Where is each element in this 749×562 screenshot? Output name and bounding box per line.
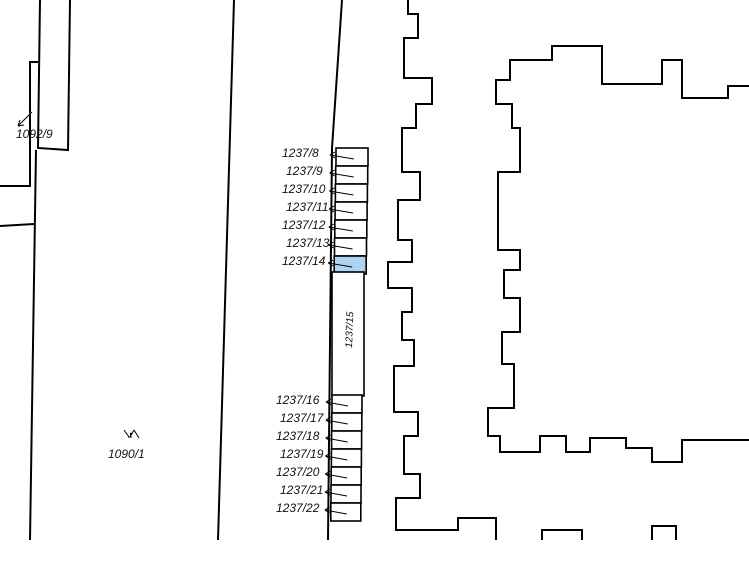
parcel-label-1237-20[interactable]: 1237/20 bbox=[276, 465, 320, 479]
leader-arrow-1237-16 bbox=[325, 398, 349, 407]
parcel-label-1237-10[interactable]: 1237/10 bbox=[282, 182, 326, 196]
leader-arrow-1237-17 bbox=[325, 416, 348, 425]
leader-arrow-1237-20 bbox=[324, 470, 348, 479]
leader-arrow-1237-19 bbox=[325, 452, 348, 461]
leader-arrow-1237-21 bbox=[324, 488, 348, 497]
parcel-strip-lower: 1237/16 1237/17 1237/18 1237/19 1237/20 1237/… bbox=[276, 393, 363, 522]
parcel-label-1237-19[interactable]: 1237/19 bbox=[280, 447, 324, 461]
survey-point-symbol bbox=[123, 429, 140, 439]
parcel-label-1237-13[interactable]: 1237/13 bbox=[286, 236, 330, 250]
parcel-label-1237-16[interactable]: 1237/16 bbox=[276, 393, 320, 407]
leader-arrow-1237-9 bbox=[329, 169, 354, 178]
leader-arrow-1237-8 bbox=[329, 151, 355, 160]
parcel-strip-upper: 1237/8 1237/9 1237/10 1237/11 1237/12 1237/13… bbox=[282, 146, 369, 275]
leader-arrow-1237-22 bbox=[324, 506, 347, 515]
building-outline-left bbox=[387, 0, 497, 540]
leader-arrow-1237-14 bbox=[327, 259, 353, 268]
parcel-label-1237-15: 1237/15 bbox=[344, 311, 356, 348]
parcel-label-1237-18[interactable]: 1237/18 bbox=[276, 429, 320, 443]
parcel-label-1237-12[interactable]: 1237/12 bbox=[282, 218, 326, 232]
parcel-label-1237-11[interactable]: 1237/11 bbox=[286, 200, 329, 214]
bottom-boundaries bbox=[541, 525, 677, 540]
parcel-label-1237-14[interactable]: 1237/14 bbox=[282, 254, 326, 268]
parcel-label-1237-21[interactable]: 1237/21 bbox=[280, 483, 323, 497]
leader-arrow-1237-10 bbox=[329, 187, 354, 196]
leader-arrow-1237-11 bbox=[328, 205, 354, 214]
parcel-label-1237-9[interactable]: 1237/9 bbox=[286, 164, 323, 178]
parcel-1092-9-boundary bbox=[0, 0, 71, 541]
parcel-label-1092-9[interactable]: 1092/9 bbox=[16, 127, 53, 141]
leader-arrow-1237-12 bbox=[328, 223, 353, 232]
leader-arrow-1237-18 bbox=[325, 434, 348, 443]
parcel-label-1237-8[interactable]: 1237/8 bbox=[282, 146, 319, 160]
parcel-label-1237-17[interactable]: 1237/17 bbox=[280, 411, 325, 425]
parcel-label-1237-22[interactable]: 1237/22 bbox=[276, 501, 320, 515]
building-outline-right bbox=[487, 45, 749, 463]
leader-arrow-1237-13 bbox=[328, 241, 353, 250]
pointer-arrow-1092-9 bbox=[17, 111, 33, 127]
parcel-1237-22[interactable] bbox=[329, 502, 362, 522]
parcel-label-1090-1[interactable]: 1090/1 bbox=[108, 447, 145, 461]
